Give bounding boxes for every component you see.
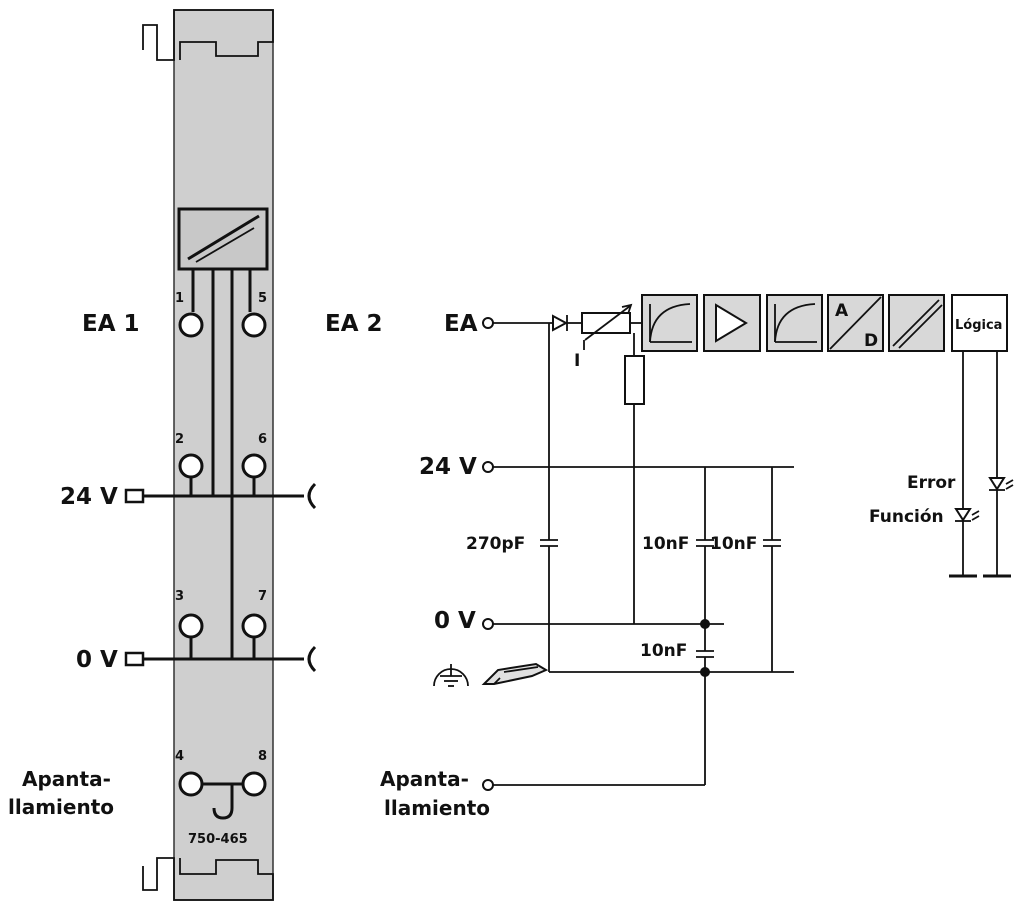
- label-function: Función: [869, 507, 944, 527]
- terminal-number-5: 5: [258, 291, 267, 306]
- left-0v-connector: [124, 651, 145, 667]
- label-error: Error: [907, 473, 956, 493]
- earth-icon: [433, 664, 469, 687]
- label-shield-1: Apanta-: [380, 767, 469, 791]
- terminal-module: 1 5 2 6 3 7 4 8 750-465: [124, 9, 317, 901]
- module-part-number: 750-465: [188, 832, 248, 847]
- label-cap-270pf: 270pF: [466, 534, 525, 554]
- current-limiter: [581, 312, 631, 334]
- din-rail-icon: [481, 662, 549, 685]
- label-ea-input: EA: [444, 311, 478, 337]
- terminal-7: [241, 613, 267, 639]
- terminal-number-7: 7: [258, 589, 267, 604]
- terminal-number-8: 8: [258, 749, 267, 764]
- terminal-3: [178, 613, 204, 639]
- terminal-6: [241, 453, 267, 479]
- label-ea2: EA 2: [325, 311, 383, 337]
- module-top-latch: [142, 9, 274, 61]
- label-logic: Lógica: [955, 318, 1002, 333]
- ea-input-node: [482, 317, 494, 329]
- terminal-2: [178, 453, 204, 479]
- terminal-number-6: 6: [258, 432, 267, 447]
- label-current-i: I: [574, 351, 580, 371]
- label-adc-a: A: [835, 301, 849, 321]
- terminal-5: [241, 312, 267, 338]
- label-left-24v: 24 V: [60, 484, 118, 510]
- terminal-8: [241, 771, 267, 797]
- terminal-number-2: 2: [175, 432, 184, 447]
- input-diode: [552, 314, 569, 332]
- input-schematic: EA I A D Lóg: [380, 294, 1014, 820]
- label-cap-10nf-b: 10nF: [710, 534, 757, 554]
- logic-block: [951, 294, 1008, 352]
- label-adc-d: D: [864, 331, 878, 351]
- label-left-0v: 0 V: [76, 647, 118, 673]
- terminal-number-3: 3: [175, 589, 184, 604]
- function-led: [954, 508, 972, 522]
- left-24v-connector: [124, 488, 145, 504]
- error-led: [988, 477, 1006, 491]
- label-cap-10nf-c: 10nF: [640, 641, 687, 661]
- terminal-1: [178, 312, 204, 338]
- label-ea1: EA 1: [82, 311, 140, 337]
- label-left-shield-1: Apanta-: [22, 767, 111, 791]
- label-shield-2: llamiento: [384, 796, 490, 820]
- label-24v-rail: 24 V: [419, 454, 477, 480]
- label-0v-rail: 0 V: [434, 608, 476, 634]
- terminal-number-1: 1: [175, 291, 184, 306]
- label-left-shield-2: llamiento: [8, 795, 114, 819]
- terminal-number-4: 4: [175, 749, 184, 764]
- label-cap-10nf-a: 10nF: [642, 534, 689, 554]
- terminal-4: [178, 771, 204, 797]
- shunt-resistor: [624, 355, 645, 405]
- module-bottom-latch: [142, 857, 274, 901]
